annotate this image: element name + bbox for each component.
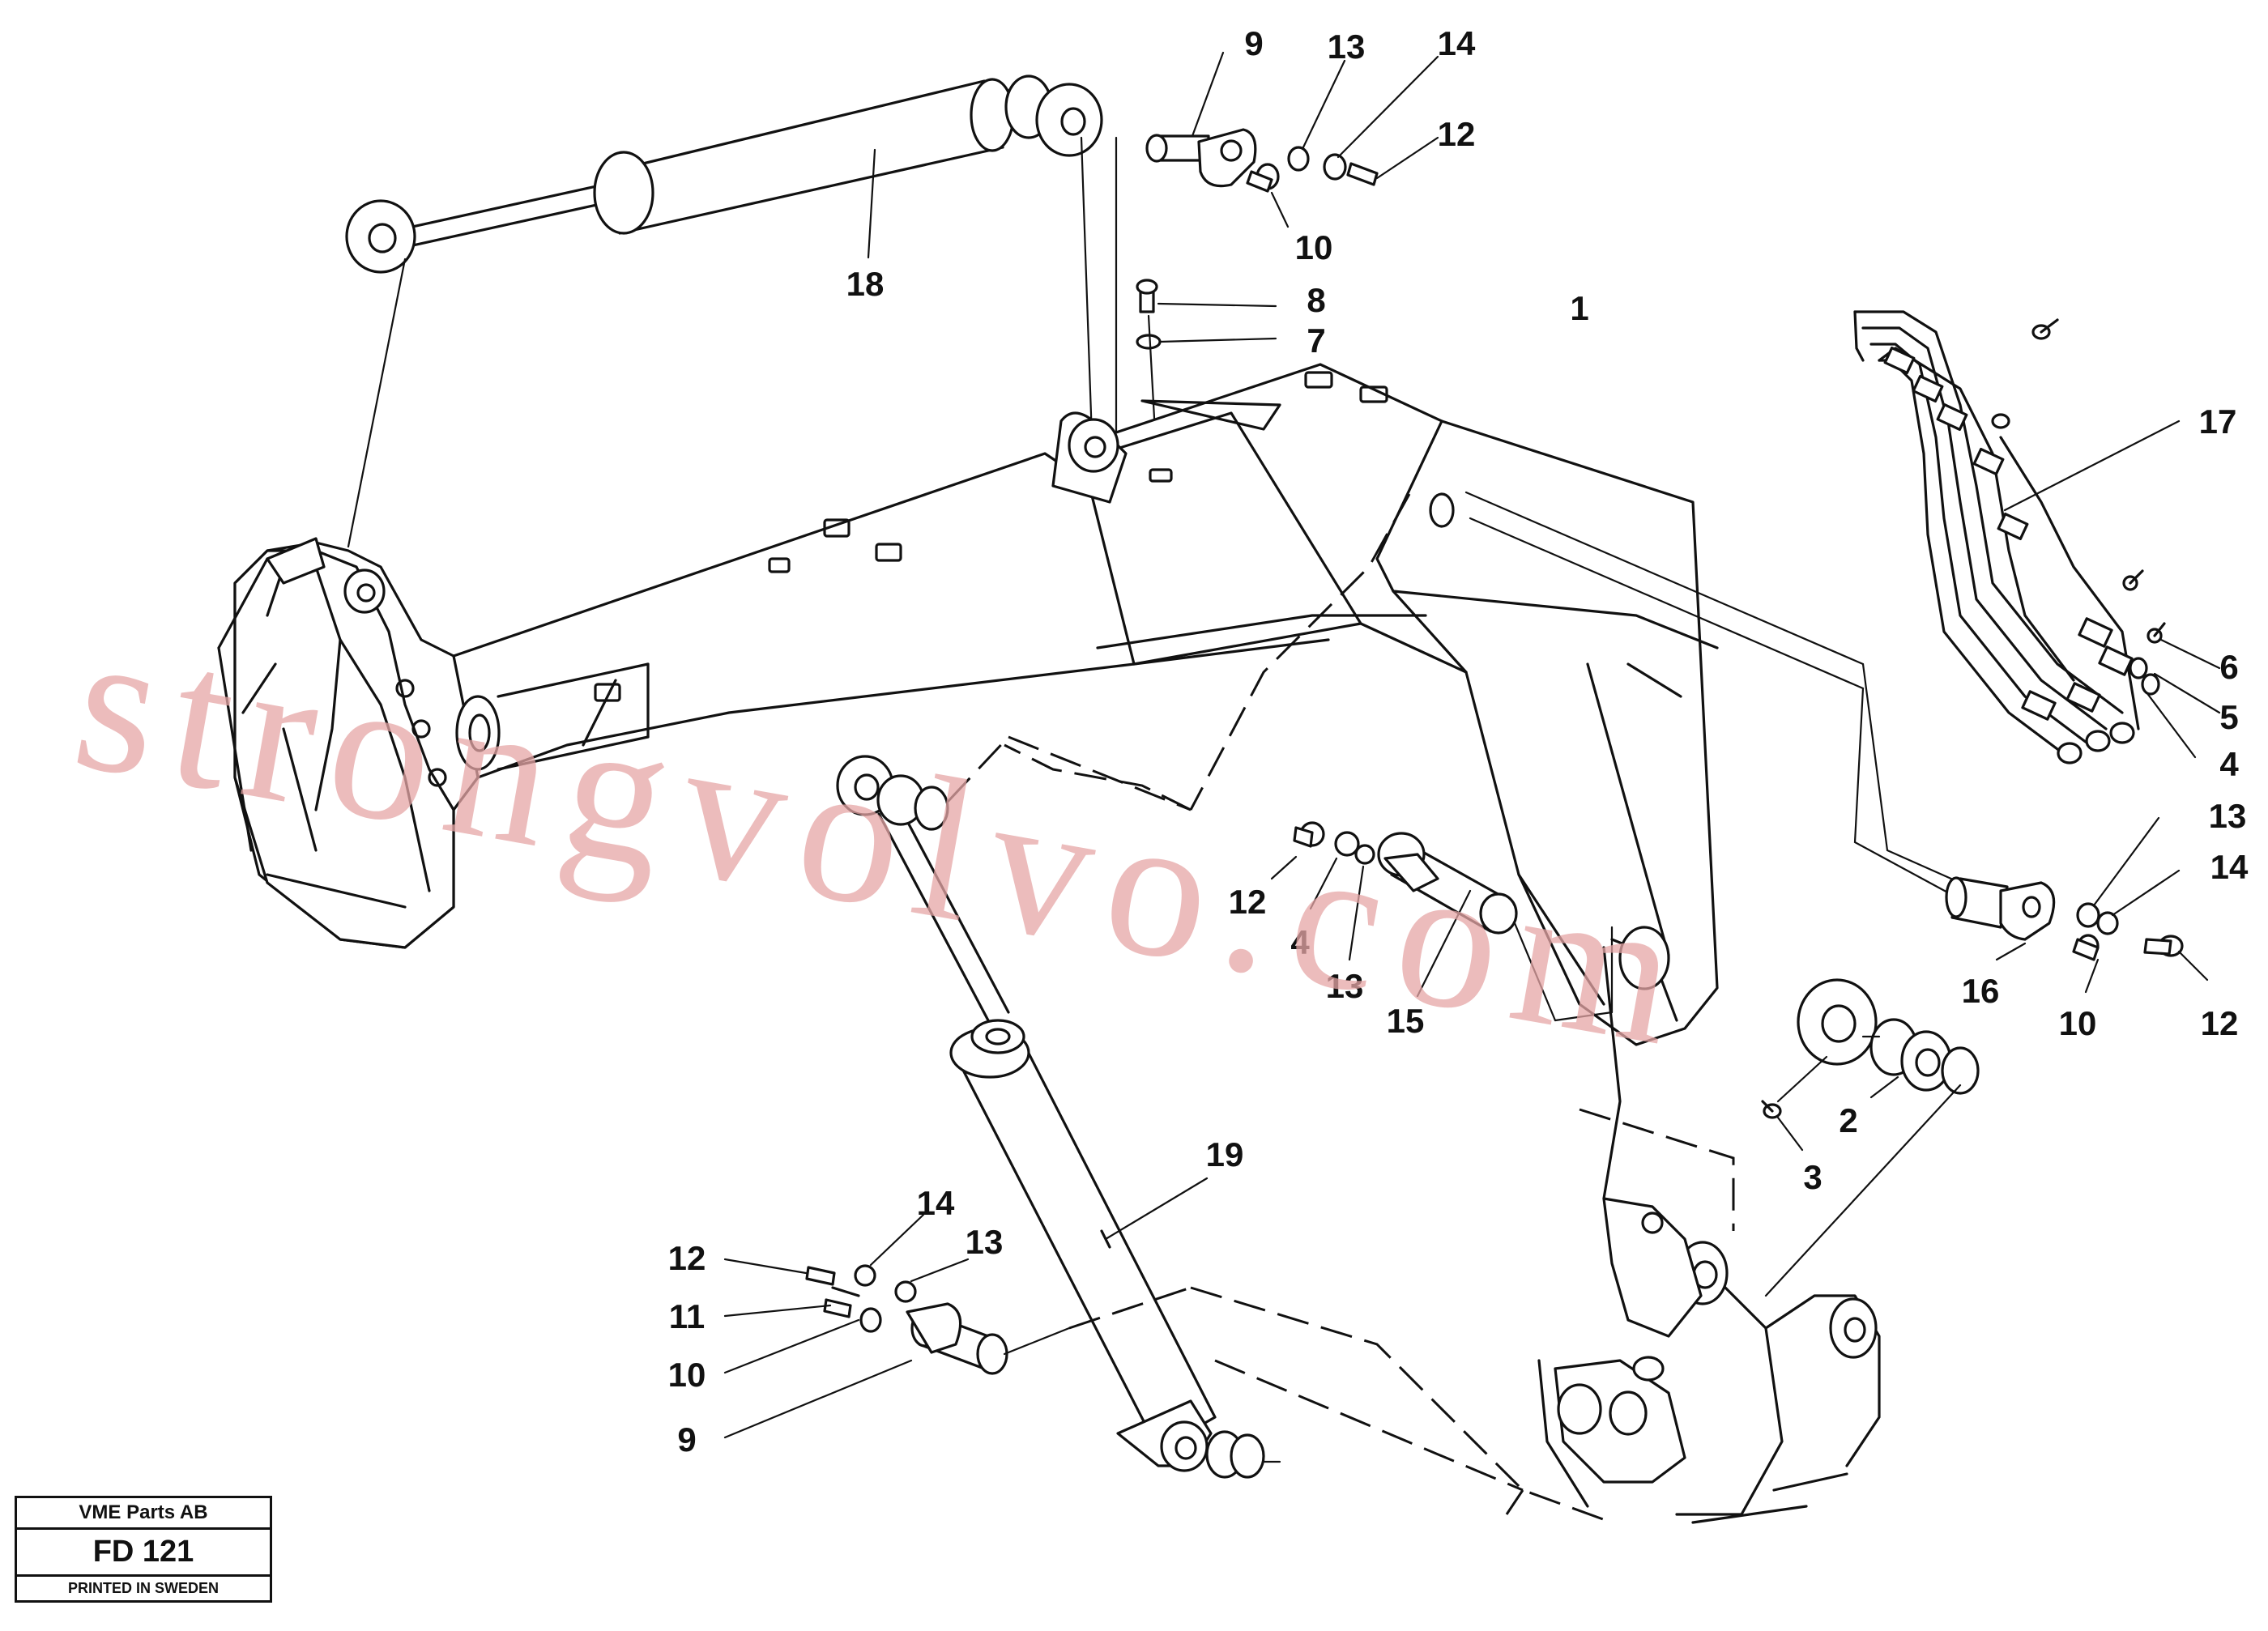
callout-12-right: 12: [2201, 1004, 2239, 1042]
boom-foot: [217, 537, 326, 852]
callout-10-bottom: 10: [668, 1356, 706, 1394]
title-block-code: FD 121: [17, 1530, 270, 1577]
lower-pin-assembly: [805, 1264, 1008, 1375]
callout-labels: 9 13 14 12 10 18 8 7 1 17 6 5 4 13 14 16…: [668, 24, 2249, 1459]
title-block-printed: PRINTED IN SWEDEN: [67, 1580, 219, 1596]
leader-cyl-right: [1080, 136, 1094, 439]
callout-14-top: 14: [1438, 24, 1476, 62]
hydraulic-lines: [1853, 310, 2166, 764]
callout-16: 16: [1962, 972, 2000, 1010]
callout-18: 18: [846, 265, 885, 303]
arm-dashed: [1004, 493, 1735, 1524]
callout-19: 19: [1206, 1135, 1244, 1173]
callout-17: 17: [2199, 402, 2237, 441]
title-block-company: VME Parts AB: [17, 1498, 270, 1530]
callout-4-mid: 4: [1290, 923, 1310, 961]
bolt-washer-top: [1136, 279, 1162, 350]
callout-10-right: 10: [2059, 1004, 2097, 1042]
callout-5: 5: [2219, 698, 2238, 736]
callout-6: 6: [2219, 648, 2238, 686]
callout-11: 11: [669, 1297, 705, 1335]
callout-14-right: 14: [2210, 848, 2249, 886]
callout-13-top: 13: [1328, 28, 1366, 66]
callout-12-top: 12: [1438, 115, 1476, 153]
callout-13-mid: 13: [1326, 967, 1364, 1005]
arm-linkage: [1537, 926, 1881, 1524]
lower-cylinder: [836, 755, 1265, 1479]
callout-9-top: 9: [1244, 24, 1263, 62]
callout-13-right: 13: [2209, 797, 2247, 835]
leader-cyl-left: [347, 258, 407, 548]
callout-10-top: 10: [1295, 228, 1333, 266]
callout-15: 15: [1387, 1002, 1425, 1040]
pin-16-assembly: [1945, 876, 2184, 961]
callout-2: 2: [1839, 1101, 1857, 1139]
callout-3: 3: [1803, 1158, 1822, 1196]
upper-cylinder: [345, 75, 1103, 274]
callout-4-right: 4: [2219, 745, 2239, 783]
callout-12-bottom: 12: [668, 1239, 706, 1277]
callout-9-bottom: 9: [677, 1420, 696, 1459]
callout-12-mid: 12: [1229, 883, 1267, 921]
pin-15-assembly: [1293, 821, 1518, 935]
upper-pin-assembly: [1145, 128, 1379, 193]
callout-1: 1: [1570, 289, 1588, 327]
title-block: VME Parts AB FD 121 PRINTED IN SWEDEN: [15, 1496, 272, 1603]
callout-14-bottom: 14: [917, 1184, 955, 1222]
callout-8: 8: [1307, 281, 1325, 319]
callout-7: 7: [1307, 322, 1325, 360]
main-boom: [233, 363, 1719, 1046]
bushing-group: [1761, 978, 1980, 1119]
callout-13-bottom: 13: [966, 1223, 1004, 1261]
